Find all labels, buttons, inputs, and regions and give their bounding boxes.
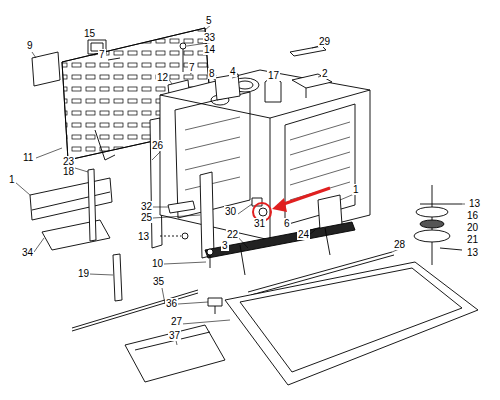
callout-number: 19 [77,268,90,279]
callout-number: 13 [468,198,481,209]
callout-number: 6 [283,218,291,229]
callout-number: 9 [26,40,34,51]
callout-number: 1 [8,174,16,185]
callout-number: 14 [203,44,216,55]
callout-number: 32 [140,201,153,212]
callout-number: 16 [466,210,479,221]
callout-number: 7 [188,62,196,73]
callout-number: 13 [137,231,150,242]
callout-number: 15 [83,28,96,39]
callout-number: 11 [22,152,34,163]
callout-number: 10 [151,258,164,269]
callout-number: 13 [466,247,479,258]
callout-number: 29 [318,36,331,47]
callout-number: 37 [168,330,181,341]
callout-number: 7 [98,49,106,60]
callout-number: 31 [253,218,266,229]
callout-number: 5 [205,15,213,26]
callout-number: 24 [297,229,310,240]
callout-number: 8 [208,68,216,79]
callout-number: 4 [229,66,237,77]
callout-number: 22 [226,229,239,240]
callout-number: 30 [224,206,237,217]
callout-number: 36 [165,298,178,309]
callout-number: 12 [156,72,169,83]
callout-number: 1 [352,184,360,195]
callout-number: 35 [152,276,165,287]
callout-number: 21 [466,234,479,245]
callout-number: 26 [151,140,164,151]
callout-number: 17 [267,70,280,81]
callout-number: 33 [203,32,216,43]
callout-number: 25 [140,212,153,223]
callout-number: 2 [321,68,329,79]
callout-number: 3 [221,240,229,251]
callout-number: 20 [466,222,479,233]
callout-number: 18 [62,166,75,177]
callout-number: 34 [21,247,34,258]
callout-number: 27 [170,316,183,327]
callout-number: 28 [393,239,406,250]
